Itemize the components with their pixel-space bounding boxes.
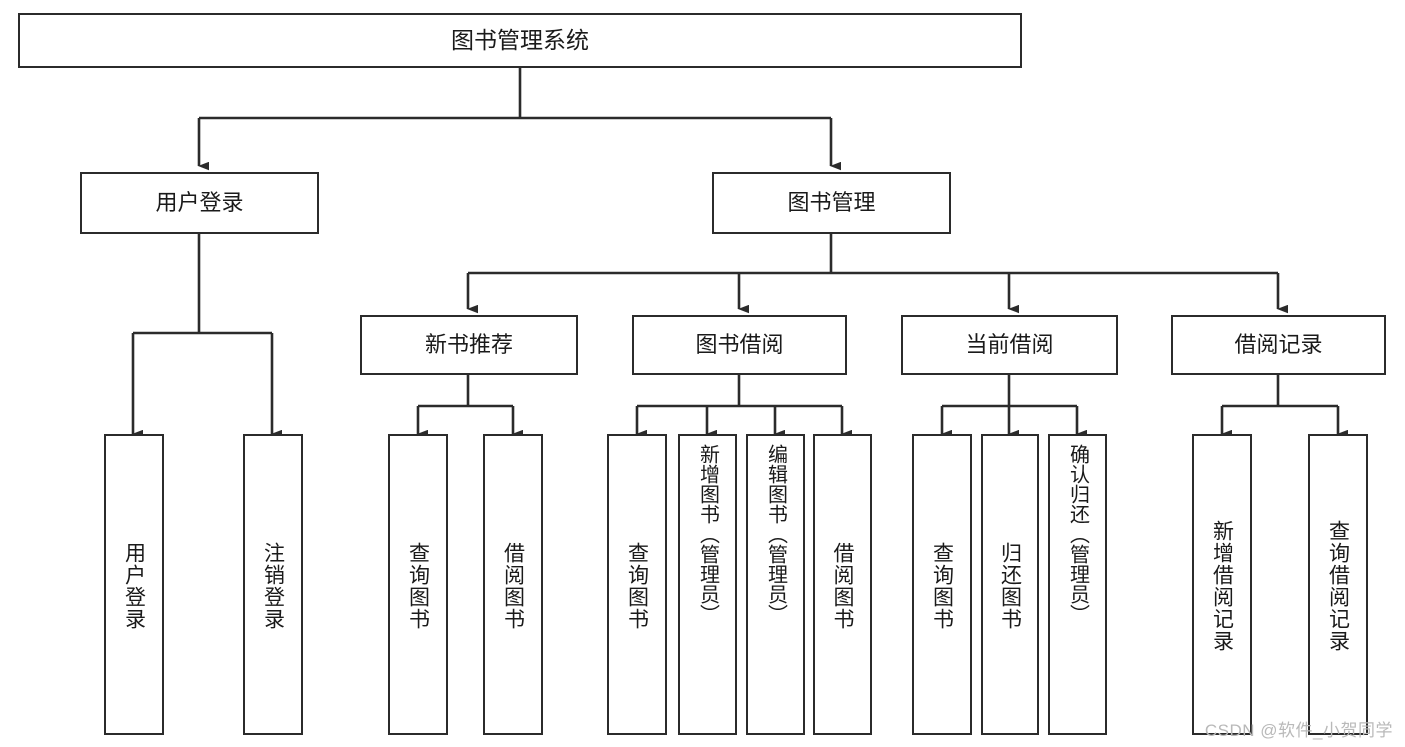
- leaf-user-login-signout[interactable]: 注销登录: [243, 434, 303, 735]
- leaf-borrow-query-book[interactable]: 查询图书: [607, 434, 667, 735]
- node-label: 确认归还（管理员）: [1066, 444, 1089, 624]
- node-label: 新增图书（管理员）: [696, 444, 719, 624]
- leaf-record-add-record[interactable]: 新增借阅记录: [1192, 434, 1252, 735]
- node-label: 图书借阅: [695, 332, 784, 358]
- node-label: 图书管理: [787, 190, 876, 216]
- leaf-current-query-book[interactable]: 查询图书: [912, 434, 972, 735]
- node-user-login[interactable]: 用户登录: [80, 172, 319, 234]
- leaf-borrow-borrow-book[interactable]: 借阅图书: [813, 434, 872, 735]
- node-book-management[interactable]: 图书管理: [712, 172, 951, 234]
- node-label: 注销登录: [261, 541, 285, 630]
- leaf-record-query-record[interactable]: 查询借阅记录: [1308, 434, 1368, 735]
- node-label: 新增借阅记录: [1210, 519, 1234, 652]
- node-label: 查询借阅记录: [1326, 519, 1350, 652]
- leaf-borrow-add-book-admin[interactable]: 新增图书（管理员）: [678, 434, 737, 735]
- node-label: 查询图书: [930, 541, 954, 630]
- node-label: 当前借阅: [965, 332, 1054, 358]
- node-current-borrowing[interactable]: 当前借阅: [901, 315, 1118, 375]
- csdn-watermark: CSDN @软件_小贺同学: [1204, 721, 1393, 740]
- leaf-newbook-borrow-book[interactable]: 借阅图书: [483, 434, 543, 735]
- leaf-newbook-query-book[interactable]: 查询图书: [388, 434, 448, 735]
- leaf-current-return-book[interactable]: 归还图书: [981, 434, 1039, 735]
- node-label: 归还图书: [998, 541, 1022, 630]
- node-label: 借阅图书: [831, 541, 854, 630]
- node-borrowing-records[interactable]: 借阅记录: [1171, 315, 1386, 375]
- node-label: 编辑图书（管理员）: [764, 444, 787, 624]
- node-label: 用户登录: [122, 541, 146, 630]
- node-label: 查询图书: [406, 541, 430, 630]
- node-label: 借阅图书: [501, 541, 525, 630]
- node-label: 用户登录: [155, 190, 244, 216]
- node-label: 查询图书: [625, 541, 649, 630]
- node-label: 新书推荐: [424, 332, 513, 358]
- node-label: 图书管理系统: [451, 26, 589, 53]
- node-root-book-management-system[interactable]: 图书管理系统: [18, 13, 1022, 68]
- node-label: 借阅记录: [1234, 332, 1323, 358]
- leaf-borrow-edit-book-admin[interactable]: 编辑图书（管理员）: [746, 434, 805, 735]
- node-book-borrowing[interactable]: 图书借阅: [632, 315, 847, 375]
- leaf-user-login-signin[interactable]: 用户登录: [104, 434, 164, 735]
- leaf-current-confirm-return-admin[interactable]: 确认归还（管理员）: [1048, 434, 1107, 735]
- node-new-book-recommendation[interactable]: 新书推荐: [360, 315, 578, 375]
